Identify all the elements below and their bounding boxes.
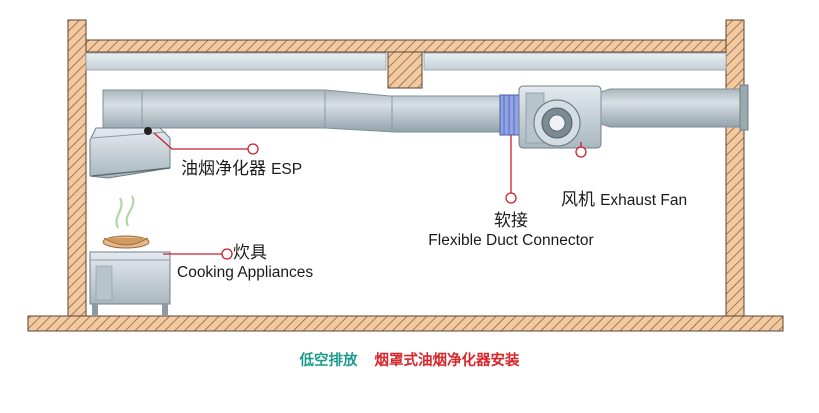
caption-part2: 烟罩式油烟净化器安装 xyxy=(374,353,520,369)
fan-label: 风机 Exhaust Fan xyxy=(561,190,688,211)
diagram-caption: 低空排放 烟罩式油烟净化器安装 xyxy=(0,349,819,370)
exhaust-fan xyxy=(518,85,602,149)
leader-connector-dot xyxy=(505,192,517,204)
leader-lines xyxy=(153,132,587,260)
ceiling-beam xyxy=(387,51,423,89)
leader-esp xyxy=(153,132,248,150)
left-wall xyxy=(67,19,87,317)
leader-cooking-dot xyxy=(221,248,233,260)
connector-label: 软接 Flexible Duct Connector xyxy=(411,211,611,249)
fan-label-cn: 风机 xyxy=(561,190,595,210)
esp-hood xyxy=(89,127,171,179)
cooking-label: 炊具 Cooking Appliances xyxy=(177,243,314,281)
right-wall xyxy=(725,19,745,317)
ceiling-hangers xyxy=(85,52,727,71)
cooking-label-cn: 炊具 xyxy=(233,243,267,263)
floor-slab xyxy=(27,315,784,332)
cooking-label-en: Cooking Appliances xyxy=(177,263,314,281)
outlet-duct xyxy=(600,84,749,131)
ceiling-slab xyxy=(85,39,727,53)
building-structure xyxy=(27,19,784,332)
fan-label-en: Exhaust Fan xyxy=(600,192,688,209)
main-duct xyxy=(102,89,501,133)
cooking-appliance xyxy=(89,195,171,316)
esp-label: 油烟净化器 ESP xyxy=(181,159,303,180)
leader-fan-dot xyxy=(575,146,587,158)
leader-esp-dot xyxy=(247,143,259,155)
caption-part1: 低空排放 xyxy=(299,353,358,369)
esp-label-en: ESP xyxy=(271,161,303,178)
connector-label-cn: 软接 xyxy=(494,211,528,231)
connector-label-en: Flexible Duct Connector xyxy=(428,231,594,249)
flexible-connector xyxy=(499,94,520,136)
esp-label-cn: 油烟净化器 xyxy=(181,159,266,179)
